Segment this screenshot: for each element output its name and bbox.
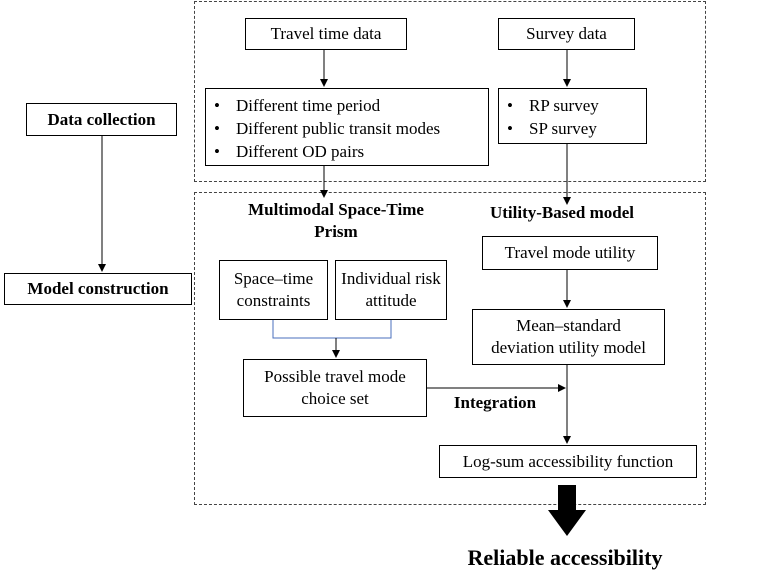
- space-time-constraints-box: Space–time constraints: [219, 260, 328, 320]
- survey-item: RP survey: [499, 94, 646, 117]
- utility-title: Utility-Based model: [462, 202, 662, 224]
- constraints-bracket: [272, 320, 392, 339]
- result-block-arrow: [548, 485, 586, 536]
- risk-attitude-box: Individual risk attitude: [335, 260, 447, 320]
- mean-std-model-box: Mean–standard deviation utility model: [472, 309, 665, 365]
- utility-title-text: Utility-Based model: [489, 203, 635, 222]
- travel-time-data-label: Travel time data: [270, 24, 382, 43]
- logsum-function-box: Log-sum accessibility function: [439, 445, 697, 478]
- model-construction-label: Model construction: [27, 279, 169, 298]
- travel-mode-utility-box: Travel mode utility: [482, 236, 658, 270]
- logsum-label: Log-sum accessibility function: [462, 451, 674, 471]
- space-time-line2: constraints: [236, 291, 311, 310]
- data-collection-box: Data collection: [26, 103, 177, 136]
- choice-set-line2: choice set: [301, 389, 369, 408]
- data-collection-region: [194, 1, 706, 182]
- travel-time-item: Different time period: [206, 94, 488, 117]
- prism-title: Multimodal Space-Time Prism: [216, 199, 456, 243]
- prism-title-line2: Prism: [314, 222, 358, 241]
- risk-line2: attitude: [365, 291, 417, 310]
- travel-time-variations-box: Different time period Different public t…: [205, 88, 489, 166]
- prism-title-line1: Multimodal Space-Time: [248, 200, 424, 219]
- travel-time-data-box: Travel time data: [245, 18, 407, 50]
- survey-data-box: Survey data: [498, 18, 635, 50]
- mean-std-line2: deviation utility model: [491, 338, 646, 357]
- model-construction-box: Model construction: [4, 273, 192, 305]
- integration-text: Integration: [453, 393, 537, 412]
- mean-std-line1: Mean–standard: [516, 316, 621, 335]
- choice-set-box: Possible travel mode choice set: [243, 359, 427, 417]
- space-time-line1: Space–time: [233, 269, 314, 288]
- integration-label: Integration: [440, 392, 550, 414]
- travel-mode-utility-label: Travel mode utility: [504, 243, 636, 262]
- result-text: Reliable accessibility: [467, 545, 663, 570]
- survey-item: SP survey: [499, 117, 646, 140]
- data-collection-label: Data collection: [47, 109, 156, 129]
- result-title: Reliable accessibility: [430, 544, 700, 572]
- model-construction-region: [194, 192, 706, 505]
- risk-line1: Individual risk: [341, 269, 441, 288]
- travel-time-item: Different public transit modes: [206, 117, 488, 140]
- choice-set-line1: Possible travel mode: [264, 367, 406, 386]
- survey-types-box: RP survey SP survey: [498, 88, 647, 144]
- survey-data-label: Survey data: [526, 24, 607, 43]
- travel-time-item: Different OD pairs: [206, 140, 488, 163]
